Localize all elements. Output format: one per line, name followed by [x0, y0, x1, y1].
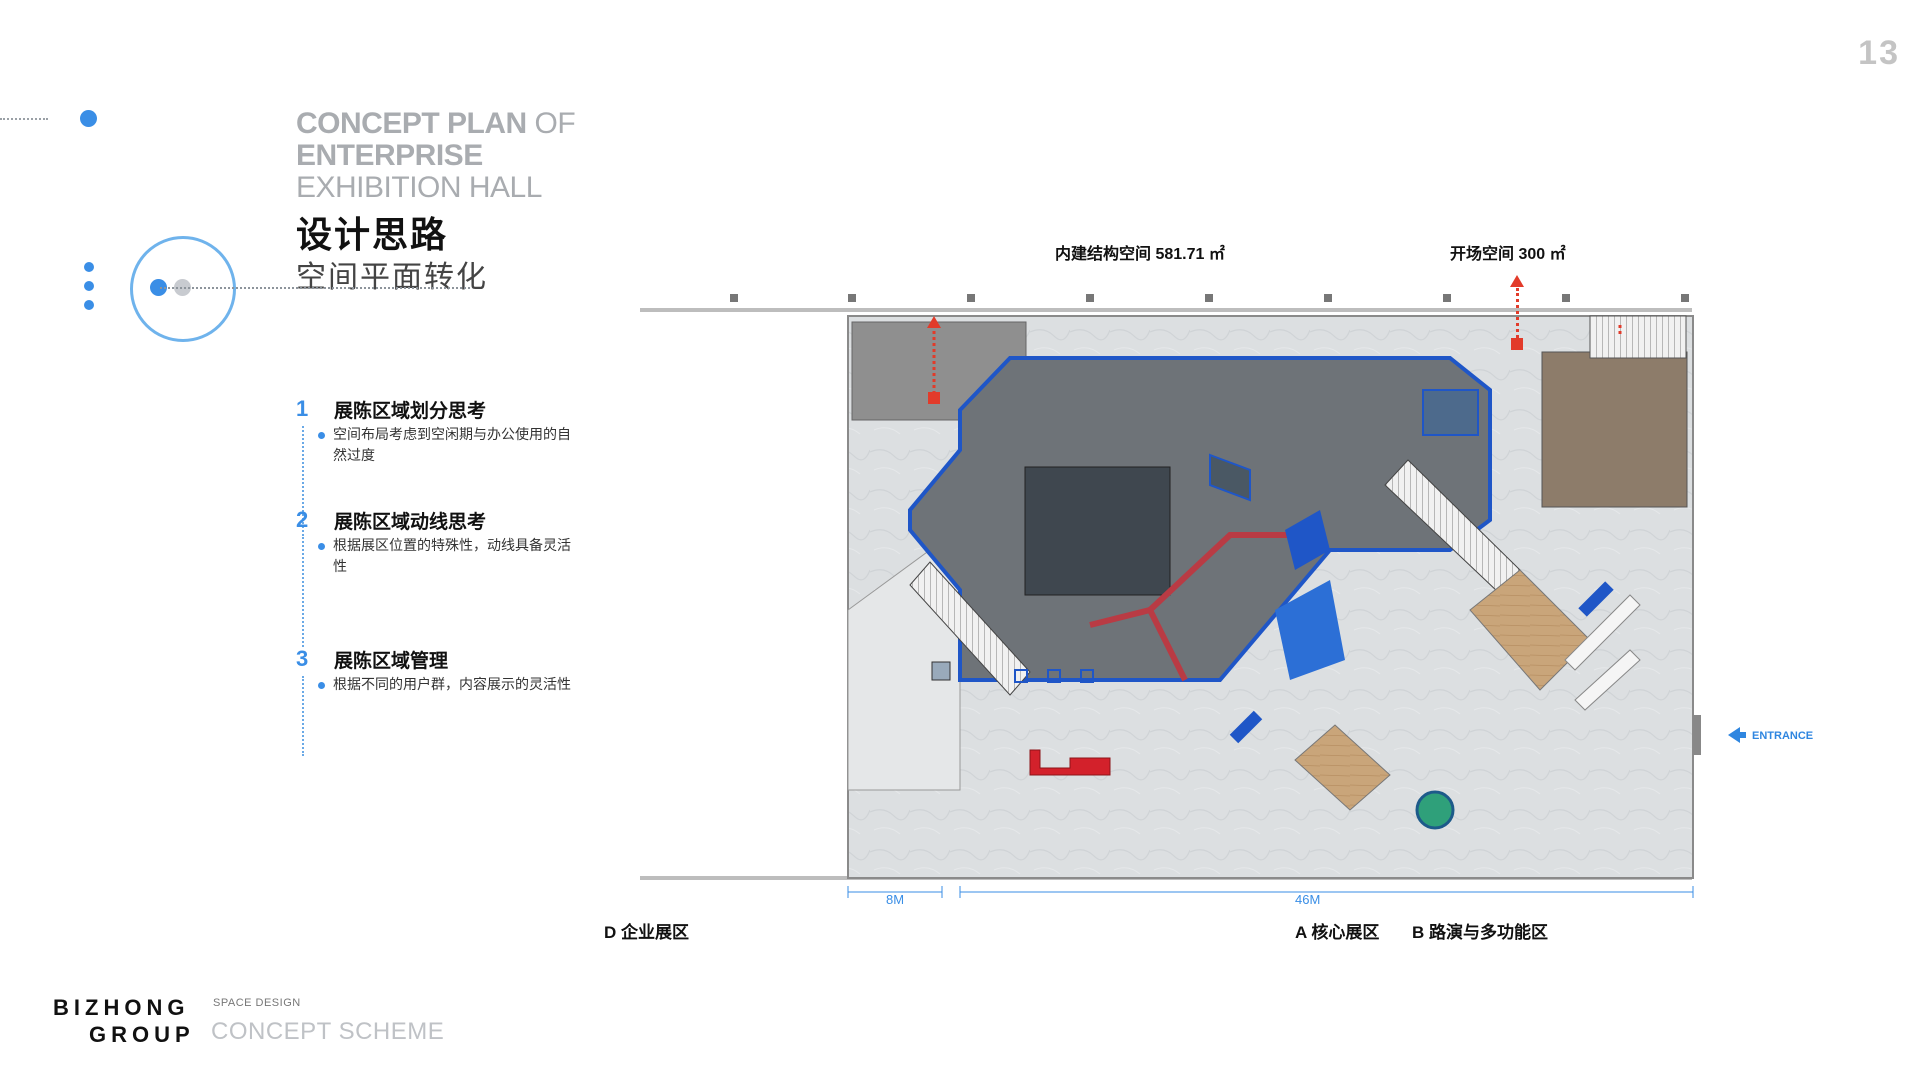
central-screen [1024, 466, 1171, 596]
marker-open [1511, 338, 1523, 350]
point-divider [302, 537, 304, 647]
zone-a-label: A 核心展区 [1295, 923, 1380, 942]
accent-dot [80, 110, 97, 127]
connector-dotted-line [160, 287, 470, 289]
dimension-46m: 46M [1295, 892, 1320, 907]
display-box [1422, 389, 1479, 436]
inner-core [908, 356, 1492, 682]
reception-desk [1029, 749, 1111, 776]
point-divider [302, 676, 304, 756]
floor-plan: ENTRANCE 8M 46M [640, 294, 1813, 907]
stairs-left [909, 561, 1031, 696]
marker-inner [928, 392, 940, 404]
blue-block-2 [1275, 580, 1345, 680]
globe-icon [1415, 790, 1455, 830]
circle-ring [130, 236, 236, 342]
title-light: OF [526, 107, 576, 140]
open-space-label: 开场空间 300 ㎡ [1450, 246, 1566, 263]
logo-line-2: GROUP [89, 1022, 195, 1047]
arrow-up-icon [1510, 275, 1524, 287]
page-number: 13 [1858, 34, 1900, 72]
title-line-1: CONCEPT PLAN OF [296, 107, 576, 140]
entrance-arrow-icon [1728, 727, 1740, 743]
zone-b-label: B 路演与多功能区 [1412, 923, 1548, 942]
tagline: SPACE DESIGN [213, 997, 301, 1009]
chinese-title: 设计思路 [296, 214, 449, 255]
wood-bench [1294, 724, 1391, 811]
blue-block-1 [1285, 510, 1330, 570]
entrance-label: ENTRANCE [1752, 730, 1813, 742]
bullet-dot [318, 682, 325, 689]
point-description: 空间布局考虑到空闲期与办公使用的自然过度 [333, 426, 571, 463]
entrance-door [1693, 715, 1701, 755]
point-number: 1 [296, 396, 309, 421]
english-title: CONCEPT PLAN OF ENTERPRISE EXHIBITION HA… [296, 107, 576, 204]
logo-line-1: BIZHONG [53, 995, 190, 1020]
inner-space-label: 内建结构空间 581.71 ㎡ [1055, 246, 1225, 263]
circle-dot-blue [150, 279, 167, 296]
point-description: 根据不同的用户群，内容展示的灵活性 [333, 676, 571, 692]
dimension-8m: 8M [886, 892, 904, 907]
columns [730, 294, 1689, 302]
point-heading: 展陈区域动线思考 [334, 512, 487, 533]
zone-d-label: D 企业展区 [604, 923, 689, 942]
title-line-2: ENTERPRISE [296, 139, 483, 172]
point-number: 3 [296, 646, 309, 671]
decorative-dotted-line [0, 118, 48, 120]
title-line-3: EXHIBITION HALL [296, 171, 542, 204]
marker-line-open [1516, 288, 1519, 338]
vertical-dots [84, 262, 94, 319]
point-heading: 展陈区域管理 [334, 651, 449, 672]
concept-scheme: CONCEPT SCHEME [211, 1018, 445, 1045]
point-number: 2 [296, 507, 309, 532]
blue-bar [1578, 581, 1614, 617]
chinese-subtitle: 空间平面转化 [296, 261, 488, 294]
point-divider [302, 426, 304, 536]
point-description: 根据展区位置的特殊性，动线具备灵活性 [333, 537, 571, 574]
left-zone [847, 549, 961, 791]
bullet-dot [318, 432, 325, 439]
open-space-wood [1541, 351, 1688, 508]
point-heading: 展陈区域划分思考 [334, 401, 487, 422]
title-bold: CONCEPT PLAN [296, 107, 527, 140]
stairs-top-right [1589, 315, 1687, 359]
bullet-dot [318, 543, 325, 550]
